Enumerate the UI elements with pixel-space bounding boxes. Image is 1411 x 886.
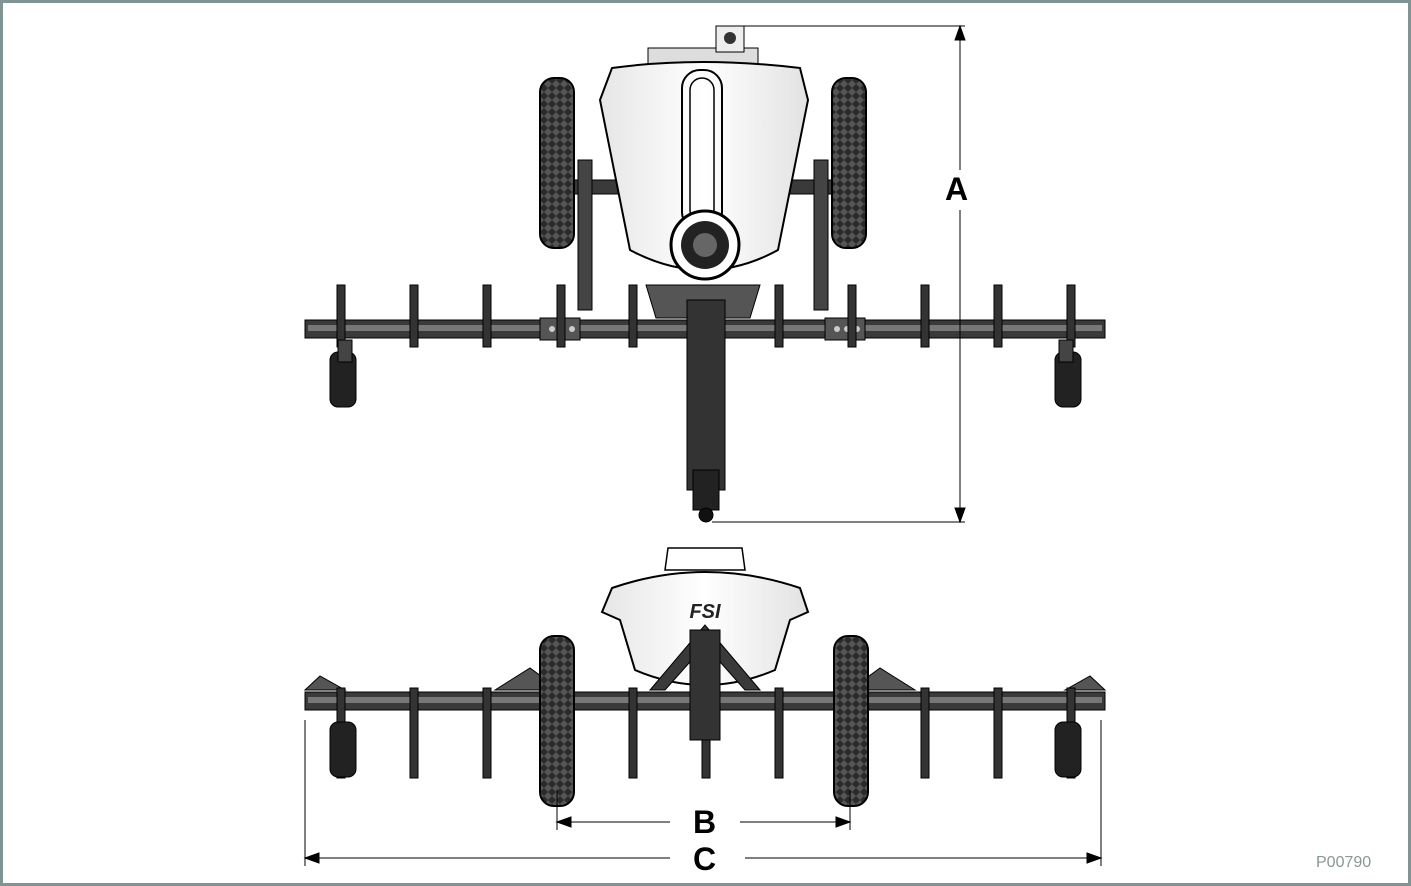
top-hitch — [698, 507, 714, 523]
rear-center-post — [689, 629, 721, 741]
dimension-b-lines — [555, 790, 852, 830]
rear-main-wheel-left — [539, 635, 575, 807]
top-view — [304, 25, 1106, 523]
dimension-a-label: A — [945, 171, 969, 207]
rear-gauge-wheel-right — [1054, 721, 1082, 778]
figure-id: P00790 — [1316, 854, 1372, 871]
rear-view: FSI — [303, 547, 1107, 807]
dimension-b-label: B — [693, 804, 717, 840]
rear-tank-lid — [664, 547, 746, 571]
dimension-c-lines — [303, 720, 1103, 866]
rear-main-wheel-right — [833, 635, 869, 807]
top-main-wheel-left — [539, 77, 575, 249]
top-tank-body — [598, 61, 810, 271]
dimension-c-label: C — [693, 841, 717, 877]
rear-gauge-wheel-left — [329, 721, 357, 778]
dimension-a-lines — [712, 24, 966, 524]
top-main-wheel-right — [831, 77, 867, 249]
top-shanks — [336, 284, 1076, 348]
top-axle-leg-right — [813, 159, 829, 311]
top-tongue — [686, 299, 726, 491]
rear-tank-logo: FSI — [689, 601, 721, 623]
top-axle-leg-left — [577, 159, 593, 311]
